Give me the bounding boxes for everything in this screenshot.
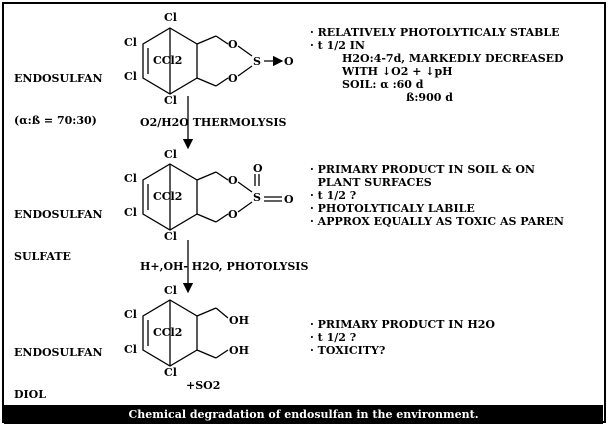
diol-name-line1: ENDOSULFAN xyxy=(14,346,103,359)
cl-label: Cl xyxy=(124,308,137,321)
cl-label: Cl xyxy=(164,148,177,161)
note-half-life: · t 1/2 IN xyxy=(310,39,365,52)
note-primary-soil: · PRIMARY PRODUCT IN SOIL & ON xyxy=(310,163,535,176)
endosulfan-notes: · RELATIVELY PHOTOLYTICALY STABLE · t 1/… xyxy=(310,26,564,104)
endosulfan-name-line1: ENDOSULFAN xyxy=(14,72,103,85)
sulfate-name-line1: ENDOSULFAN xyxy=(14,208,103,221)
note-soil-beta: ß:900 d xyxy=(406,91,453,104)
diol-name: ENDOSULFAN DIOL xyxy=(14,318,103,416)
bond xyxy=(196,307,217,317)
cl-label: Cl xyxy=(124,206,137,219)
bond xyxy=(237,65,253,77)
bond xyxy=(196,349,217,359)
endosulfan-name: ENDOSULFAN (α:ß = 70:30) xyxy=(14,44,103,142)
bond xyxy=(215,307,229,319)
endosulfan-ratio: (α:ß = 70:30) xyxy=(14,114,97,127)
cl-label: Cl xyxy=(164,11,177,24)
cl-label: Cl xyxy=(164,230,177,243)
o-label: O xyxy=(228,72,238,85)
diagram-frame xyxy=(2,2,606,423)
note-labile: · PHOTOLYTICALY LABILE xyxy=(310,202,475,215)
oh-label: OH xyxy=(229,314,249,327)
oh-label: OH xyxy=(229,344,249,357)
cl-label: Cl xyxy=(124,36,137,49)
cl-label: Cl xyxy=(124,172,137,185)
endosulfan-structure xyxy=(142,27,284,95)
caption-text: Chemical degradation of endosulfan in th… xyxy=(128,408,479,421)
diol-notes: · PRIMARY PRODUCT IN H2O · t 1/2 ? · TOX… xyxy=(310,318,495,357)
o-label: O xyxy=(284,55,294,68)
o-label: O xyxy=(228,208,238,221)
note-photolytic-stable: · RELATIVELY PHOTOLYTICALY STABLE xyxy=(310,26,560,39)
bond xyxy=(196,171,217,181)
bond xyxy=(215,35,229,45)
note-water: H2O:4-7d, MARKEDLY DECREASED xyxy=(342,52,564,65)
cl-label: Cl xyxy=(124,70,137,83)
diol-structure xyxy=(142,299,229,367)
note-plant-surfaces: PLANT SURFACES xyxy=(310,176,432,189)
s-label: S xyxy=(253,55,261,68)
sulfate-structure xyxy=(142,163,282,231)
sulfate-name: ENDOSULFAN SULFATE xyxy=(14,180,103,278)
bond xyxy=(215,213,229,223)
o-label: O xyxy=(228,38,238,51)
o-label: O xyxy=(284,193,294,206)
bond xyxy=(215,77,229,87)
note-toxicity: · APPROX EQUALLY AS TOXIC AS PAREN xyxy=(310,215,564,228)
o-label: O xyxy=(253,162,263,175)
bond xyxy=(196,77,217,87)
ccl2-label: CCl2 xyxy=(153,190,182,203)
bond xyxy=(237,45,253,57)
note-toxicity: · TOXICITY? xyxy=(310,344,386,357)
step1-label: O2/H2O THERMOLYSIS xyxy=(140,116,287,129)
cl-label: Cl xyxy=(164,284,177,297)
diol-name-line2: DIOL xyxy=(14,388,47,401)
ccl2-label: CCl2 xyxy=(153,326,182,339)
caption-bar: Chemical degradation of endosulfan in th… xyxy=(4,405,603,424)
bond xyxy=(196,213,217,223)
note-half-life: · t 1/2 ? xyxy=(310,331,357,344)
so2-byproduct: +SO2 xyxy=(186,379,220,392)
o-label: O xyxy=(228,174,238,187)
s-label: S xyxy=(253,191,261,204)
cl-label: Cl xyxy=(164,94,177,107)
note-primary-water: · PRIMARY PRODUCT IN H2O xyxy=(310,318,495,331)
bond xyxy=(215,171,229,181)
ccl2-label: CCl2 xyxy=(153,54,182,67)
note-conditions: WITH ↓O2 + ↓pH xyxy=(342,65,453,78)
sulfate-name-line2: SULFATE xyxy=(14,250,71,263)
cl-label: Cl xyxy=(124,343,137,356)
bond xyxy=(237,181,253,193)
bond xyxy=(196,35,217,45)
bond xyxy=(215,349,229,359)
note-soil-alpha: SOIL: α :60 d xyxy=(342,78,424,91)
bond xyxy=(237,201,253,213)
step2-label: H+,OH- H2O, PHOTOLYSIS xyxy=(140,260,308,273)
cl-label: Cl xyxy=(164,366,177,379)
sulfate-notes: · PRIMARY PRODUCT IN SOIL & ON PLANT SUR… xyxy=(310,163,564,228)
note-half-life: · t 1/2 ? xyxy=(310,189,357,202)
